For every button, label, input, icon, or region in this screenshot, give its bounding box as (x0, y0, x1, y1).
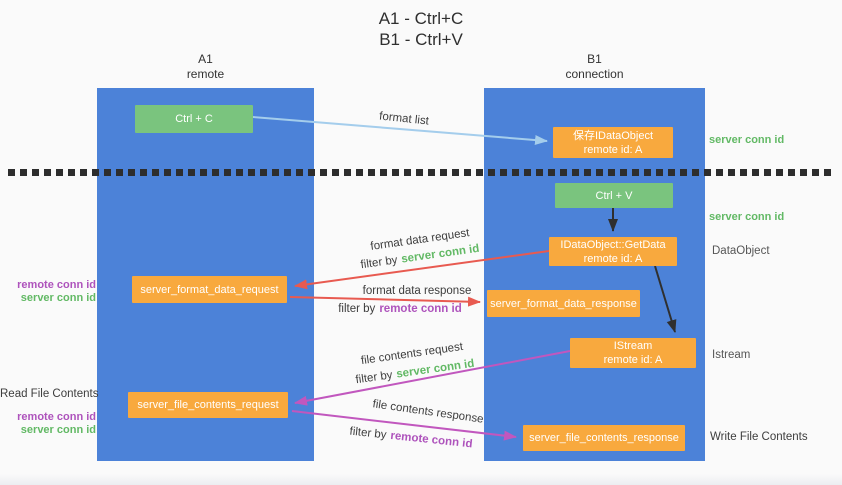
title-line-2: B1 - Ctrl+V (379, 30, 463, 49)
node-format-request-label: server_format_data_request (140, 283, 279, 296)
lane-a1-title: A1 (198, 52, 213, 66)
edge-label-format-data-response: format data response (362, 285, 472, 297)
node-ctrl-c: Ctrl + C (135, 105, 253, 133)
node-save-idataobject: 保存IDataObject remote id: A (553, 127, 673, 158)
node-server-format-data-request: server_format_data_request (132, 276, 287, 303)
arrow-getdata-to-istream (654, 265, 677, 333)
node-istream: IStream remote id: A (570, 338, 696, 368)
node-istream-line2: remote id: A (603, 354, 663, 366)
arrow-format-data-response (289, 296, 481, 307)
node-server-format-data-response: server_format_data_response (487, 290, 640, 317)
node-server-file-contents-request: server_file_contents_request (128, 392, 288, 418)
lane-header-a1: A1 remote (97, 52, 314, 82)
title-line-1: A1 - Ctrl+C (378, 9, 464, 28)
remote-conn-id-text: remote conn id (379, 303, 462, 315)
node-ctrl-c-label: Ctrl + C (175, 113, 213, 125)
arrow-format-list (252, 116, 548, 146)
node-ctrl-v-label: Ctrl + V (595, 189, 633, 202)
label-write-file-contents: Write File Contents (710, 431, 808, 443)
label-server-conn-id-mid-right: server conn id (709, 211, 785, 223)
node-server-file-contents-response: server_file_contents_response (523, 425, 685, 451)
node-format-response-label: server_format_data_response (490, 297, 637, 310)
dotted-separator-line (8, 169, 836, 176)
label-remote-conn-id-left-1: remote conn id (17, 279, 96, 291)
label-dataobject: DataObject (712, 245, 770, 257)
arrow-file-contents-response (291, 410, 517, 441)
bottom-edge-strip (0, 474, 842, 485)
lane-a1-subtitle: remote (186, 67, 225, 81)
filter-by-text: filter by (338, 303, 376, 315)
label-istream: Istream (712, 349, 751, 361)
label-server-conn-id-top-right: server conn id (709, 134, 785, 146)
lane-header-b1: B1 connection (484, 52, 705, 82)
node-getdata-line1: IDataObject::GetData (560, 238, 666, 251)
lane-b1-subtitle: connection (565, 67, 624, 81)
node-file-request-label: server_file_contents_request (137, 399, 279, 411)
node-save-idataobject-line2: remote id: A (583, 143, 643, 156)
arrow-file-contents-request (294, 350, 571, 406)
lane-b1-title: B1 (587, 52, 602, 66)
label-server-conn-id-left-2: server conn id (20, 424, 96, 436)
label-server-conn-id-left-1: server conn id (20, 292, 96, 304)
node-ctrl-v: Ctrl + V (555, 183, 673, 208)
node-save-idataobject-line1: 保存IDataObject (572, 129, 654, 142)
node-istream-line1: IStream (613, 340, 653, 352)
diagram-title: A1 - Ctrl+C B1 - Ctrl+V (0, 8, 842, 50)
arrow-format-data-request (294, 250, 550, 290)
node-file-response-label: server_file_contents_response (529, 432, 679, 444)
node-idataobject-getdata: IDataObject::GetData remote id: A (549, 237, 677, 266)
label-read-file-contents: Read File Contents (0, 388, 99, 400)
node-getdata-line2: remote id: A (583, 252, 643, 265)
label-remote-conn-id-left-2: remote conn id (17, 411, 96, 423)
